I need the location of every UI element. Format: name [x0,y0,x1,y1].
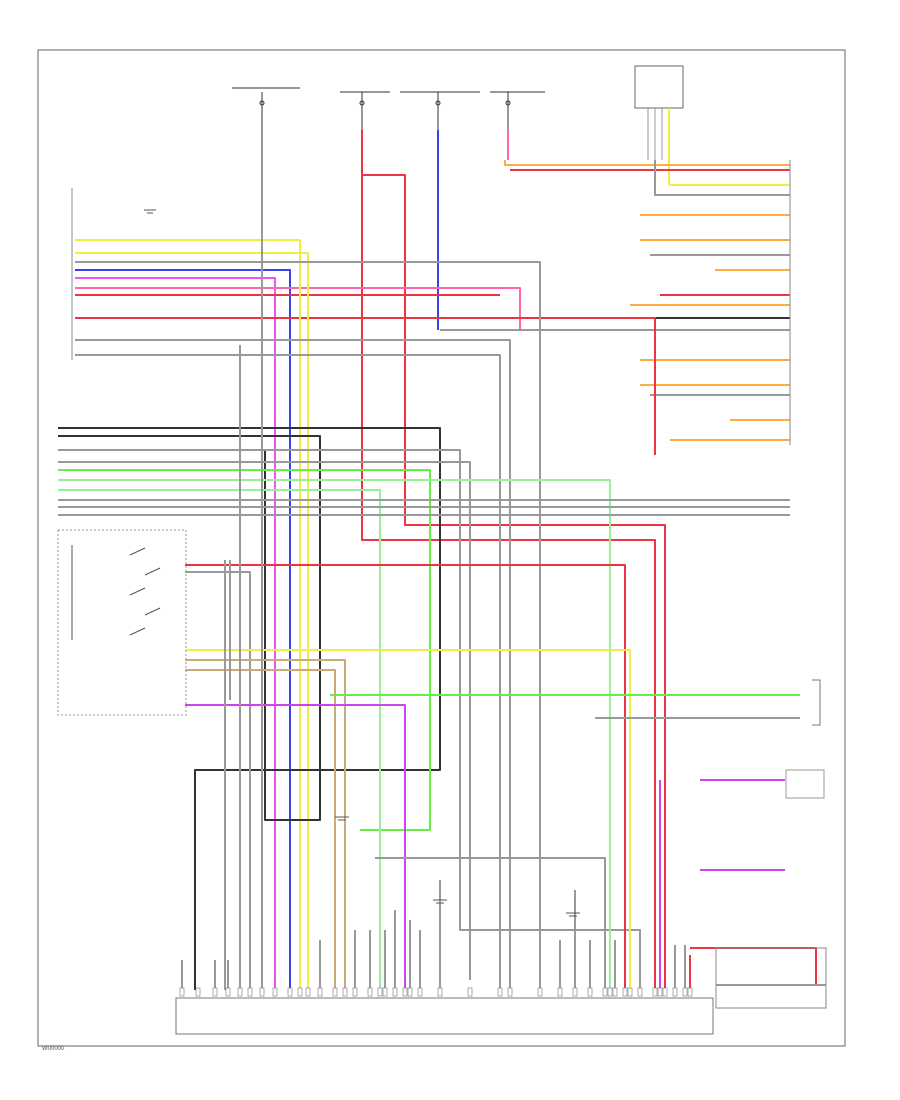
module-pin [607,987,613,997]
red-wire [361,130,666,990]
module-pin [332,987,338,997]
module-pin [237,987,243,997]
module-pin [557,987,563,997]
module-pin [637,987,643,997]
module-pin [317,987,323,997]
orange-wire [504,160,790,166]
components [57,160,827,1035]
gray-wire [58,449,641,990]
yellow-wire [75,252,309,990]
gray-wire [654,160,790,196]
module-pin [652,987,658,997]
module-pin [352,987,358,997]
module-pin [622,987,628,997]
blue-wire [75,269,291,990]
yellow-wire [75,239,301,990]
module-pin [305,987,311,997]
module-pin [627,987,633,997]
module-pin [382,987,388,997]
module-pin [212,987,218,997]
tan-wire [185,669,336,990]
module-pin [367,987,373,997]
lightgreen-wire [58,479,611,990]
magenta-wire [75,277,276,990]
module-pin [287,987,293,997]
module-pin [657,987,663,997]
violet-wire [185,704,406,990]
module-pin [682,987,688,997]
module-pin [507,987,513,997]
module-pin [342,987,348,997]
module-pin [672,987,678,997]
ground-icon [144,209,156,214]
ground-icon [566,912,580,917]
relay-box [715,947,827,1009]
module-pin [377,987,383,997]
module-pin [587,987,593,997]
module-pin [259,987,265,997]
module-pin [272,987,278,997]
module-pin [179,987,185,997]
red-wire [75,317,656,455]
black-wire [58,427,441,990]
black-wire [58,435,321,821]
module-pin [392,987,398,997]
module-pin [602,987,608,997]
ground-icon [335,816,349,821]
gray-wire [185,571,251,990]
footer-code: W00000 [42,1046,65,1052]
module-pin [402,987,408,997]
selector-switch-box [57,529,187,716]
ground-symbols [144,209,580,917]
diagram-border [37,49,846,1047]
module-box-right [785,769,825,799]
red-wire [185,564,626,990]
yellow-wire [185,649,631,990]
module-pin [612,987,618,997]
pink-wire [75,287,521,330]
module-pin [225,987,231,997]
module-pin [195,987,201,997]
gray-wire [75,261,541,990]
instrument-cluster-box [634,65,684,109]
module-pin [572,987,578,997]
red-wire [690,947,817,985]
power-distribution-section [232,65,684,185]
module-pin [467,987,473,997]
module-pin [247,987,253,997]
module-pin [407,987,413,997]
gray-wire [75,354,501,990]
gray-wire [375,857,606,990]
module-pins [179,987,693,997]
switch-contacts [129,547,161,636]
module-pin [297,987,303,997]
gray-wire [58,461,471,980]
gray-wire [75,339,511,990]
module-pin [662,987,668,997]
wires [58,130,826,990]
module-pin [417,987,423,997]
module-pin [687,987,693,997]
transmission-control-module [175,997,714,1035]
red-wire [361,175,656,990]
lightgreen-wire [58,489,381,990]
module-pin [497,987,503,997]
ground-icon [433,899,447,904]
module-pin [437,987,443,997]
right-connector [812,679,821,726]
tan-wire [185,659,346,990]
module-pin [537,987,543,997]
